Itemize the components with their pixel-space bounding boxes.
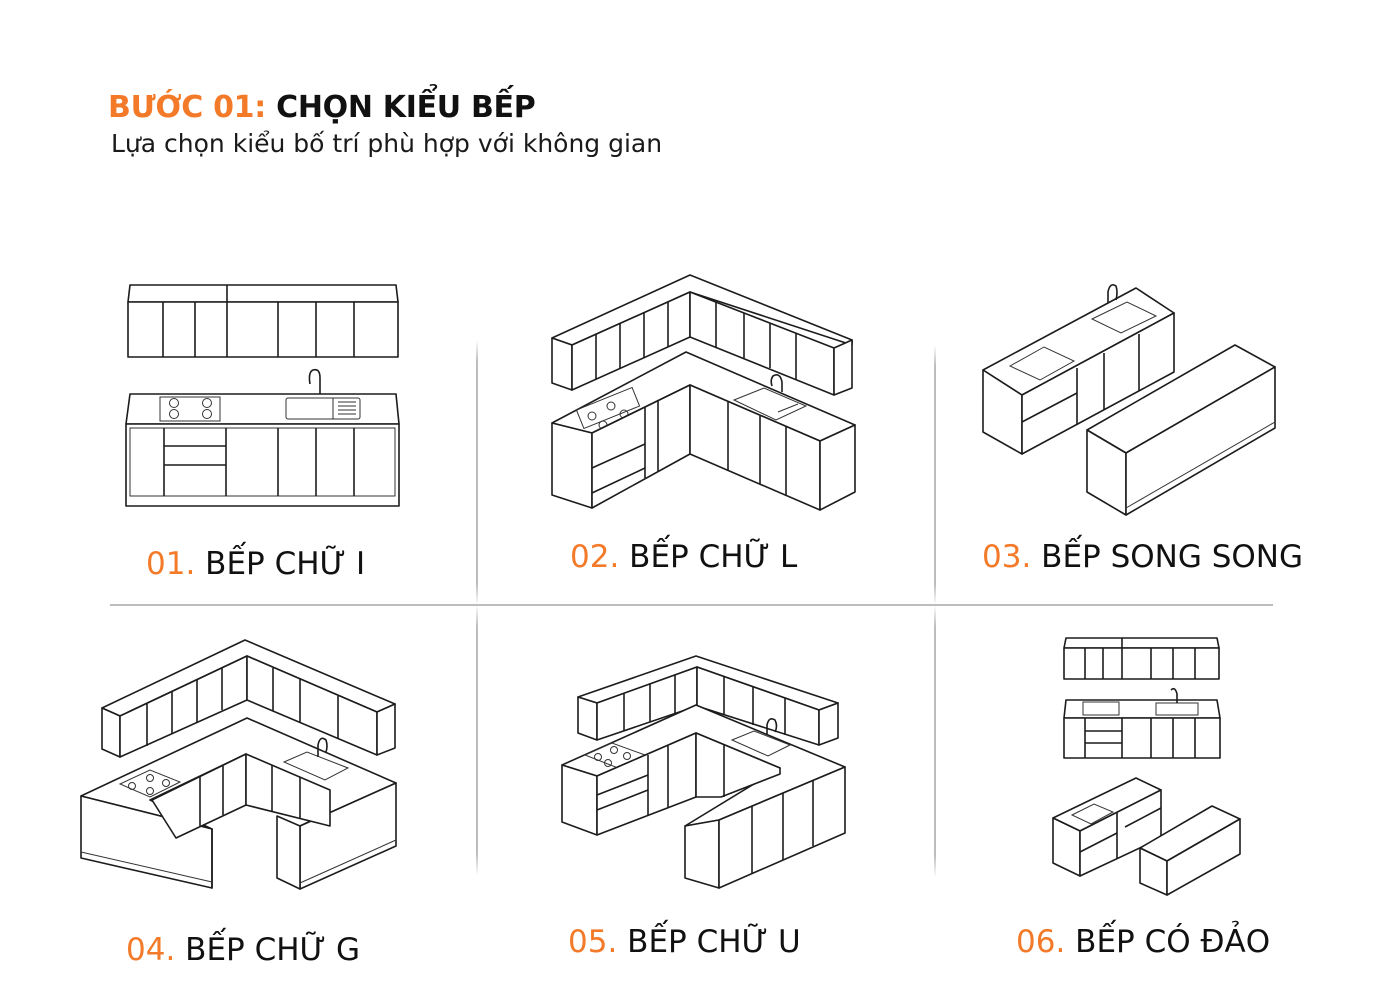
kitchen-label-u-shaped: 05. BẾP CHỮ U — [568, 922, 801, 962]
kitchen-name: BẾP CHỮ G — [185, 932, 361, 968]
kitchen-label-l-shaped: 02. BẾP CHỮ L — [570, 537, 797, 577]
kitchen-label-straight: 01. BẾP CHỮ I — [146, 544, 365, 584]
step-title: CHỌN KIỂU BẾP — [276, 90, 536, 125]
page-header: BƯỚC 01: CHỌN KIỂU BẾP Lựa chọn kiểu bố … — [108, 88, 662, 160]
kitchen-label-g-shaped: 04. BẾP CHỮ G — [126, 930, 360, 970]
grid-divider-vertical-2-top — [934, 345, 936, 605]
kitchen-name: BẾP CÓ ĐẢO — [1075, 924, 1271, 960]
grid-divider-vertical-1-top — [476, 340, 478, 605]
kitchen-number: 06. — [1016, 924, 1066, 960]
grid-divider-horizontal — [110, 604, 1273, 606]
page-title: BƯỚC 01: CHỌN KIỂU BẾP — [108, 88, 662, 128]
kitchen-label-parallel: 03. BẾP SONG SONG — [982, 537, 1303, 577]
kitchen-name: BẾP CHỮ U — [627, 924, 801, 960]
grid-divider-vertical-2-bottom — [934, 605, 936, 877]
kitchen-number: 01. — [146, 546, 196, 582]
kitchen-number: 02. — [570, 539, 620, 575]
step-label: BƯỚC 01: — [108, 90, 266, 125]
page-subtitle: Lựa chọn kiểu bố trí phù hợp với không g… — [111, 129, 663, 158]
kitchen-name: BẾP CHỮ L — [629, 539, 798, 575]
kitchen-label-island: 06. BẾP CÓ ĐẢO — [1016, 922, 1270, 962]
kitchen-number: 03. — [982, 539, 1032, 575]
kitchen-name: BẾP CHỮ I — [205, 546, 366, 582]
kitchen-number: 05. — [568, 924, 618, 960]
kitchen-number: 04. — [126, 932, 176, 968]
grid-divider-vertical-1-bottom — [476, 605, 478, 875]
kitchen-name: BẾP SONG SONG — [1041, 539, 1304, 575]
